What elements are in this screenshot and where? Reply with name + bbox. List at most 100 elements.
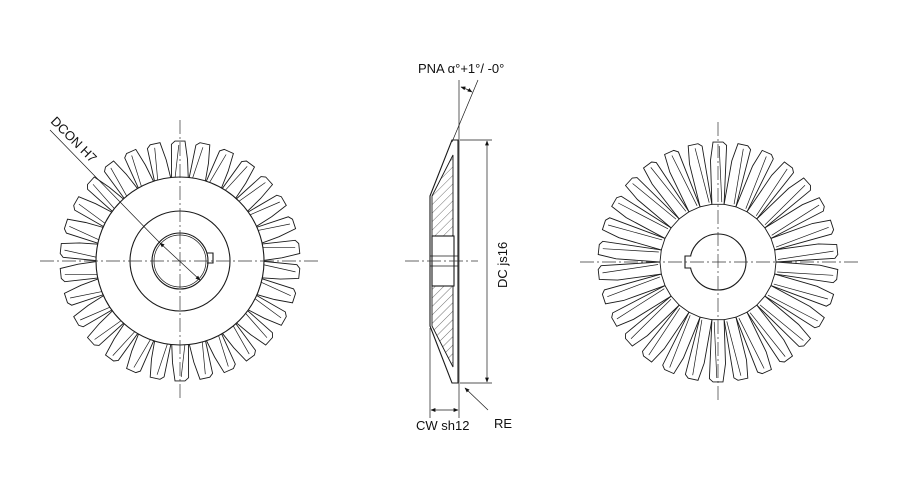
- gear-tooth: [611, 195, 672, 240]
- side-profile: [429, 139, 459, 384]
- tooth-edge-line: [632, 183, 677, 220]
- tooth-edge-line: [755, 168, 788, 216]
- tooth-edge-line: [259, 281, 291, 297]
- gear-tooth: [746, 304, 794, 363]
- keyway: [207, 252, 214, 264]
- tooth-edge-line: [602, 248, 659, 253]
- tooth-edge-line: [237, 182, 266, 203]
- gear-tooth: [664, 149, 701, 213]
- gear-tooth: [746, 161, 794, 220]
- tooth-edge-line: [749, 312, 786, 357]
- tooth-edge-line: [718, 145, 723, 203]
- tooth-edge-line: [771, 204, 820, 236]
- tooth-edge-line: [616, 288, 665, 320]
- gear-tooth: [611, 285, 672, 327]
- tooth-edge-line: [713, 321, 718, 379]
- left-gear-teeth: [59, 140, 301, 382]
- gear-tooth: [257, 239, 301, 262]
- gear-tooth: [735, 311, 772, 375]
- tooth-edge-line: [231, 324, 250, 355]
- section-hatch-bottom: [431, 285, 454, 368]
- tooth-edge-line: [648, 308, 681, 356]
- tooth-edge-line: [607, 276, 661, 298]
- dc-label: DC js16: [495, 242, 510, 288]
- bore-dimension: [159, 242, 201, 281]
- tooth-edge-line: [602, 264, 659, 274]
- tooth-edge-line: [131, 155, 143, 189]
- tooth-edge-line: [208, 154, 227, 185]
- gear-tooth: [756, 177, 811, 229]
- angle-label: PNA α°+1°/ -0°: [418, 61, 504, 76]
- gear-tooth: [625, 295, 680, 347]
- tooth-edge-line: [733, 148, 744, 205]
- re-label: RE: [494, 416, 512, 431]
- gear-tooth: [735, 149, 774, 213]
- gear-tooth: [642, 161, 690, 220]
- tooth-edge-line: [253, 297, 282, 319]
- tooth-edge-line: [618, 202, 669, 230]
- tooth-edge-line: [69, 225, 101, 241]
- tooth-edge-line: [110, 167, 129, 198]
- gear-tooth: [710, 141, 728, 205]
- tooth-edge-line: [694, 148, 710, 203]
- angle-line: [451, 79, 479, 143]
- tooth-edge-line: [80, 306, 112, 321]
- gear-tooth: [662, 311, 701, 375]
- tooth-edge-line: [174, 144, 180, 180]
- gear-tooth: [708, 319, 726, 383]
- right-gear-teeth: [597, 141, 839, 383]
- gear-tooth: [723, 143, 752, 208]
- tooth-edge-line: [671, 155, 698, 206]
- tooth-edge-line: [201, 339, 206, 375]
- tooth-edge-line: [133, 337, 152, 368]
- tooth-edge-line: [64, 249, 99, 258]
- gear-tooth: [624, 177, 680, 229]
- tooth-edge-line: [248, 201, 280, 216]
- gear-tooth: [59, 260, 103, 283]
- tooth-edge-line: [191, 147, 204, 181]
- tooth-edge-line: [180, 342, 186, 378]
- tooth-edge-line: [650, 167, 687, 212]
- gear-tooth: [774, 261, 839, 284]
- tooth-edge-line: [112, 329, 137, 356]
- tooth-edge-line: [777, 271, 834, 276]
- tooth-edge-line: [775, 226, 829, 248]
- tooth-edge-line: [692, 319, 703, 376]
- gear-tooth: [756, 295, 812, 347]
- gear-tooth: [601, 217, 666, 251]
- rear-view-gear: [580, 122, 860, 400]
- bore-leader: [49, 129, 161, 244]
- tooth-edge-line: [759, 304, 804, 341]
- tooth-edge-line: [94, 319, 123, 340]
- tooth-edge-line: [764, 185, 806, 225]
- gear-tooth: [764, 284, 825, 329]
- re-leader: [464, 387, 489, 411]
- tooth-edge-line: [92, 184, 116, 211]
- tooth-edge-line: [70, 290, 104, 299]
- tooth-edge-line: [256, 223, 290, 232]
- bore-label: DCON H7: [48, 114, 100, 166]
- gear-tooth: [257, 260, 301, 280]
- gear-tooth: [770, 273, 835, 307]
- tooth-edge-line: [244, 311, 268, 338]
- tooth-edge-line: [78, 203, 107, 225]
- tooth-edge-line: [217, 333, 229, 367]
- tooth-edge-line: [261, 264, 296, 273]
- side-view: PNA α°+1°/ -0° DC js16 CW sh12 RE: [405, 61, 512, 433]
- gear-tooth: [684, 316, 713, 381]
- tooth-edge-line: [773, 283, 828, 300]
- tooth-edge-line: [669, 315, 691, 368]
- tooth-edge-line: [223, 166, 248, 193]
- angle-arrow: [460, 86, 473, 93]
- gear-tooth: [601, 273, 666, 305]
- tooth-edge-line: [777, 250, 834, 260]
- gear-tooth: [642, 304, 690, 363]
- gear-tooth: [770, 219, 835, 251]
- tooth-edge-line: [630, 299, 672, 339]
- tooth-edge-line: [745, 156, 767, 209]
- front-view-gear: DCON H7: [40, 114, 320, 400]
- tooth-edge-line: [767, 294, 818, 322]
- cw-label: CW sh12: [416, 418, 469, 433]
- tooth-edge-line: [154, 147, 159, 183]
